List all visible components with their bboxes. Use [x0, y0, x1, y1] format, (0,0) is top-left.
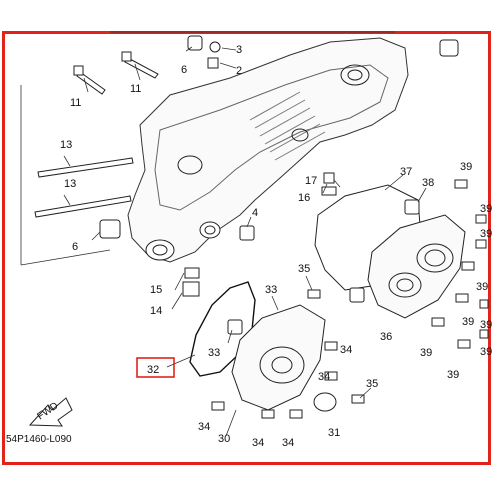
dowel-4: [239, 225, 255, 241]
seal-31: [313, 392, 337, 412]
part-num: 33: [265, 284, 277, 296]
part-num: 35: [298, 263, 310, 275]
part-num: 2: [236, 65, 242, 77]
bolt-35b: [351, 394, 365, 404]
drawing-code: 54P1460-L090: [6, 434, 72, 445]
washer-1: [209, 41, 221, 53]
part-num: 34: [318, 371, 330, 383]
highlight-box-32: [136, 357, 175, 378]
transmission-case: [367, 214, 466, 319]
bolt-17: [323, 172, 335, 184]
part-num: 39: [480, 203, 492, 215]
part-num: 6: [72, 241, 78, 253]
dowel-6-top: [187, 35, 203, 51]
part-labels: 3 2 6 11 11 13 13 6 4 15 14 17 16 37 38 …: [60, 44, 492, 449]
plug-15: [184, 267, 200, 279]
part-num: 39: [480, 319, 492, 331]
part-num: 13: [64, 178, 76, 190]
part-num: 35: [366, 378, 378, 390]
bolt-35a: [307, 289, 321, 299]
part-num: 34: [252, 437, 264, 449]
part-num: 3: [236, 44, 242, 56]
plug-2: [207, 57, 219, 69]
part-num: 11: [130, 83, 141, 95]
part-num: 39: [462, 316, 474, 328]
plug-14: [182, 281, 200, 297]
part-num: 36: [380, 331, 392, 343]
part-num: 39: [460, 161, 472, 173]
bolts-39: [431, 179, 489, 349]
stud-bolts: [34, 157, 134, 218]
part-num: 14: [150, 305, 162, 317]
fwd-arrow-icon: FWD: [28, 397, 73, 427]
part-num: 6: [181, 64, 187, 76]
cover-30: [231, 304, 326, 411]
gasket-32: [189, 281, 256, 377]
part-num: 16: [298, 192, 310, 204]
part-num: 13: [60, 139, 72, 151]
dowel-6: [99, 219, 121, 239]
part-num: 32: [147, 364, 159, 376]
leader-lines: [20, 31, 427, 437]
part-num: 39: [420, 347, 432, 359]
diagram-frame: [2, 31, 491, 465]
part-num: 11: [70, 97, 81, 109]
part-num: 39: [480, 346, 492, 358]
part-num: 34: [198, 421, 210, 433]
part-num: 37: [400, 166, 412, 178]
dowel-33: [227, 319, 243, 335]
part-num: 34: [340, 344, 352, 356]
part-num: 17: [305, 175, 317, 187]
part-num: 39: [447, 369, 459, 381]
part-num: 38: [422, 177, 434, 189]
bolts-34: [211, 341, 338, 419]
dowel-38: [404, 199, 420, 215]
dowel-7: [439, 39, 459, 57]
part-num: 33: [208, 347, 220, 359]
part-num: 39: [476, 281, 488, 293]
part-num: 30: [218, 433, 230, 445]
bolt-16: [321, 186, 337, 196]
dowel-36: [349, 287, 365, 303]
crankcase: [127, 37, 409, 263]
part-num: 31: [328, 427, 340, 439]
part-num: 34: [282, 437, 294, 449]
bolts-11: [73, 51, 159, 95]
part-num: 39: [480, 228, 492, 240]
part-num: 4: [252, 207, 258, 219]
part-num: 15: [150, 284, 162, 296]
